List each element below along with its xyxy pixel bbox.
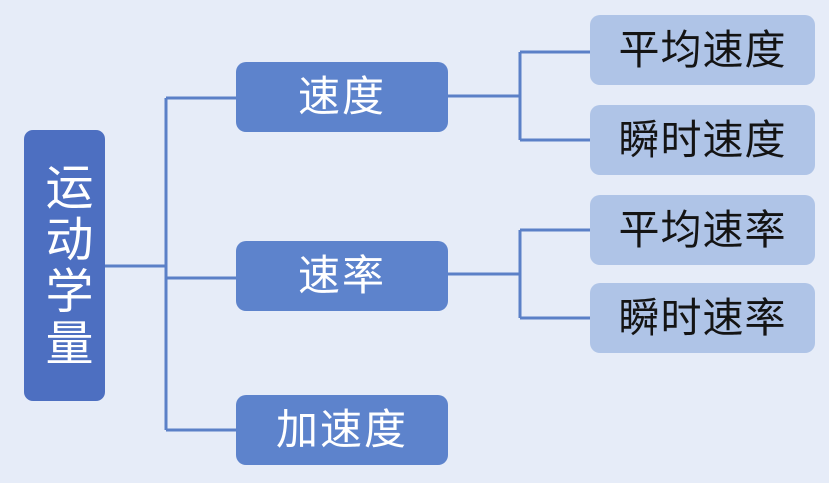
leaf-node-instant-rate: 瞬时速率 <box>590 283 815 353</box>
branch-node-acceleration: 加速度 <box>236 395 448 465</box>
leaf-node-instant-velocity: 瞬时速度 <box>590 105 815 175</box>
root-node: 运动学量 <box>24 130 105 401</box>
branch-node-speed: 速度 <box>236 62 448 132</box>
leaf-node-average-velocity: 平均速度 <box>590 15 815 85</box>
leaf-node-average-rate: 平均速率 <box>590 195 815 265</box>
branch-node-rate: 速率 <box>236 241 448 311</box>
